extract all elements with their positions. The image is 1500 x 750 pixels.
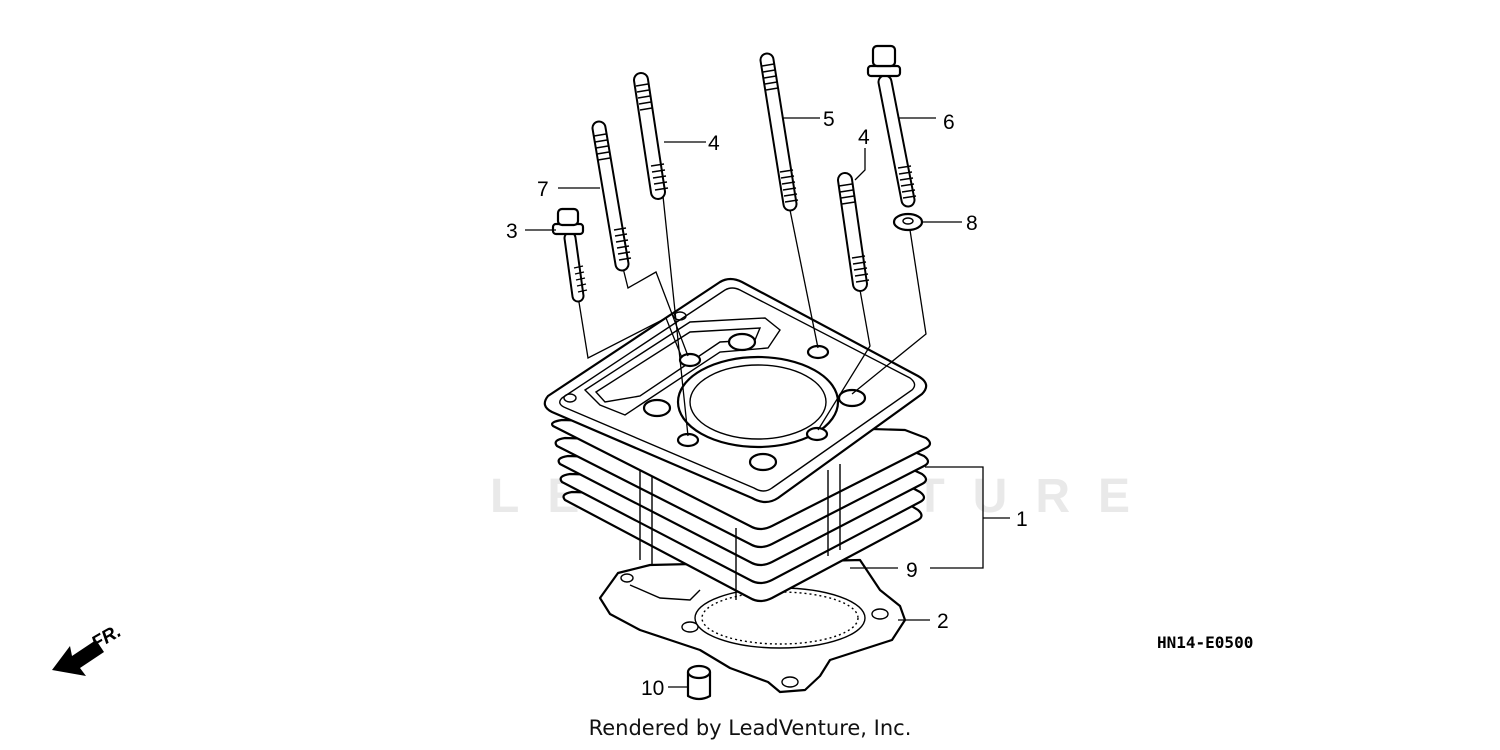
assembly-lines [577, 195, 927, 437]
callout-3: 3 [506, 220, 518, 243]
dowel-pin-10 [686, 664, 712, 701]
stud-7 [591, 120, 632, 272]
callout-4-right: 4 [858, 126, 870, 149]
callout-8: 8 [966, 212, 978, 235]
callout-5: 5 [823, 108, 835, 131]
diagram-code: HN14-E0500 [1157, 633, 1254, 652]
washer-8 [892, 212, 924, 232]
callout-1: 1 [1016, 508, 1028, 531]
callout-10: 10 [641, 677, 664, 700]
flange-bolt-6 [866, 44, 917, 208]
callout-9: 9 [906, 559, 918, 582]
stud-4-right [837, 172, 870, 292]
callout-leaders [525, 117, 1010, 688]
base-gasket [598, 558, 907, 694]
cylinder-body [543, 277, 932, 603]
front-direction-arrow: FR. [52, 621, 125, 676]
footer-credit: Rendered by LeadVenture, Inc. [588, 716, 912, 740]
callout-4-left: 4 [708, 132, 720, 155]
stud-4-left [633, 72, 669, 200]
stud-5 [759, 52, 799, 212]
callout-7: 7 [537, 178, 549, 201]
callout-2: 2 [937, 610, 949, 633]
flange-bolt-3 [551, 207, 588, 303]
callout-6: 6 [943, 111, 955, 134]
